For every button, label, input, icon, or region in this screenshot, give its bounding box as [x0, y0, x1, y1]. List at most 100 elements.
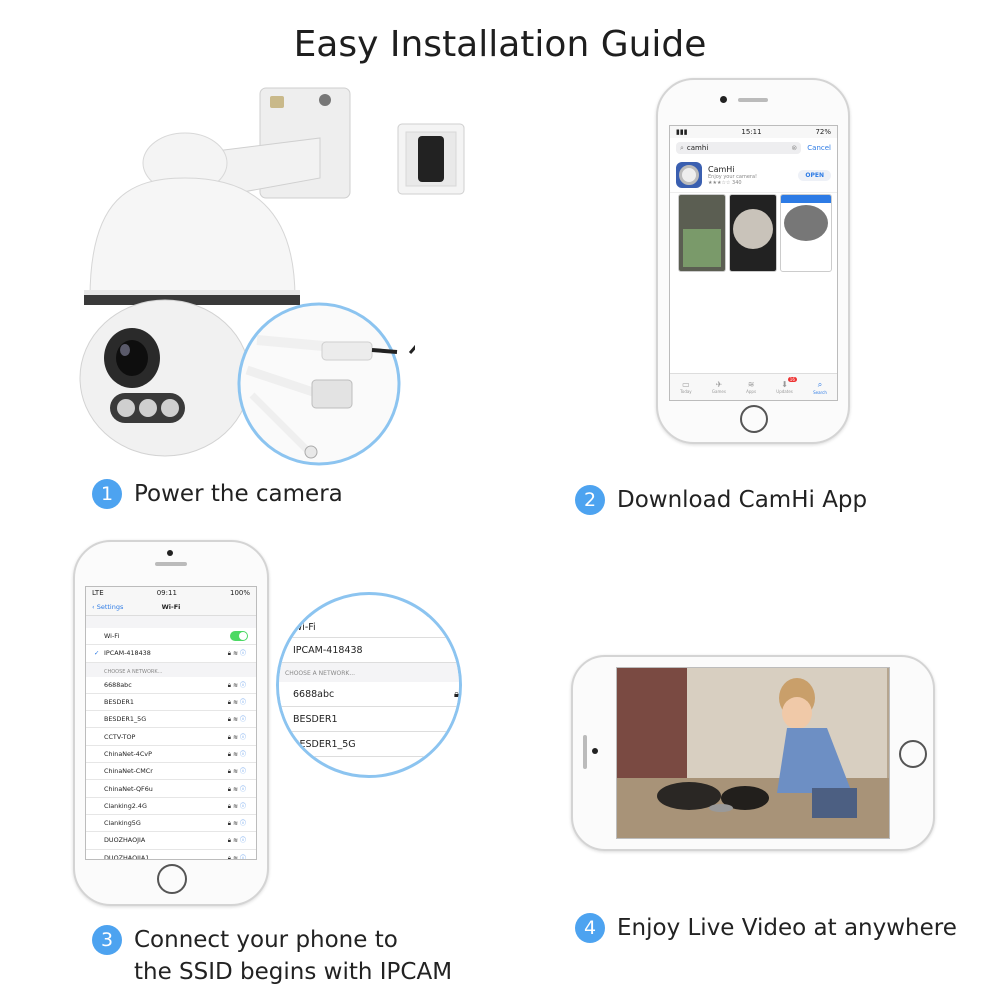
wifi-toggle[interactable]: [230, 631, 248, 642]
tab-search[interactable]: ⌕Search: [813, 379, 827, 395]
info-icon[interactable]: ⓘ: [239, 716, 248, 724]
network-name: BESDER1_5G: [104, 715, 147, 724]
screenshot-thumb[interactable]: [678, 194, 726, 272]
power-adapter-illustration: [397, 123, 465, 195]
wifi-signal-icon: ≋: [232, 837, 240, 845]
network-name: IPCAM-418438: [104, 649, 151, 658]
phone-camera: [592, 748, 598, 754]
phone-live-video: [571, 655, 935, 851]
lock-icon: 🔒︎: [227, 650, 233, 658]
signal-icon: ▮▮▮: [676, 128, 688, 136]
network-row[interactable]: Clanking2.4G🔒︎≋ⓘ: [86, 797, 256, 815]
status-time: 09:11: [156, 589, 177, 597]
app-result-row[interactable]: CamHi Enjoy your camera! ★★★☆☆ 340 OPEN: [670, 158, 837, 193]
info-icon[interactable]: ⓘ: [239, 733, 248, 741]
ptz-camera-illustration: [79, 87, 415, 457]
zoom-network-row[interactable]: 6688abc 🔒︎: [279, 682, 459, 707]
step-number: 4: [575, 913, 605, 943]
network-row[interactable]: BESDER1🔒︎≋ⓘ: [86, 693, 256, 712]
step-1: 1 Power the camera: [92, 478, 343, 510]
tab-today[interactable]: ▭Today: [680, 380, 692, 394]
rating-count: 340: [732, 179, 742, 186]
info-icon[interactable]: ⓘ: [239, 802, 248, 810]
wifi-signal-icon: ≋: [232, 699, 240, 707]
network-row[interactable]: ChinaNet-4CvP🔒︎≋ⓘ: [86, 745, 256, 764]
updates-badge: 16: [787, 377, 797, 382]
network-name: IPCAM-418438: [293, 644, 363, 656]
network-row[interactable]: DUOZHAOJIA1🔒︎≋ⓘ: [86, 849, 256, 860]
step-number: 1: [92, 479, 122, 509]
network-name: DUOZHAOJIA1: [104, 853, 150, 860]
wifi-signal-icon: ≋: [232, 854, 240, 860]
lock-icon: 🔒︎: [227, 716, 233, 724]
zoom-network-row[interactable]: BESDER1_5G🔒︎: [279, 732, 459, 757]
wifi-signal-icon: ≋: [232, 733, 240, 741]
zoom-section-header: CHOOSE A NETWORK...: [279, 663, 459, 682]
tab-updates[interactable]: ⬇Updates 16: [776, 377, 797, 394]
lock-icon: 🔒︎: [453, 738, 459, 750]
lock-icon: 🔒︎: [227, 750, 233, 758]
network-name: CCTV-TOP: [104, 732, 136, 741]
network-row[interactable]: Clanking5G🔒︎≋ⓘ: [86, 814, 256, 833]
phone-camera: [167, 550, 173, 556]
home-button[interactable]: [157, 864, 187, 894]
lock-icon: 🔒︎: [227, 837, 233, 845]
back-button[interactable]: ‹ Settings: [92, 603, 124, 611]
search-field[interactable]: ⌕ camhi ⊗: [676, 142, 802, 154]
network-name: 6688abc: [293, 688, 335, 700]
network-row[interactable]: ChinaNet-QF6u🔒︎≋ⓘ: [86, 780, 256, 798]
network-name: Clanking2.4G: [104, 801, 147, 810]
step-text-line2: the SSID begins with IPCAM: [134, 959, 453, 985]
wifi-label: Wi-Fi: [104, 632, 120, 641]
open-button[interactable]: OPEN: [798, 169, 831, 181]
cancel-button[interactable]: Cancel: [807, 144, 831, 152]
step-4: 4 Enjoy Live Video at anywhere: [575, 912, 957, 944]
wifi-signal-icon: ≋: [232, 768, 240, 776]
tab-apps[interactable]: ≋Apps: [746, 380, 757, 394]
zoom-wifi-row: Wi-Fi: [279, 617, 459, 638]
phone-speaker: [155, 562, 187, 566]
lock-icon: 🔒︎: [453, 688, 459, 700]
lock-icon: 🔒︎: [227, 768, 233, 776]
network-row[interactable]: CCTV-TOP 🔒︎≋ⓘ: [86, 728, 256, 746]
info-icon[interactable]: ⓘ: [239, 837, 248, 845]
rocket-icon: ✈: [715, 380, 723, 389]
wifi-toggle-row: Wi-Fi: [86, 628, 256, 646]
checkmark-icon: ✓: [94, 649, 100, 658]
lock-icon: 🔒︎: [227, 820, 233, 828]
screenshot-thumb[interactable]: [729, 194, 777, 272]
info-icon[interactable]: ⓘ: [239, 768, 248, 776]
section-header: CHOOSE A NETWORK...: [104, 668, 163, 675]
network-row[interactable]: BESDER1_5G🔒︎≋ⓘ: [86, 711, 256, 729]
carrier: LTE: [92, 589, 104, 597]
zoom-network-row[interactable]: BESDER1🔒︎: [279, 707, 459, 732]
wifi-zoom-circle: Wi-Fi IPCAM-418438 🔒︎ CHOOSE A NETWORK...…: [276, 592, 462, 778]
zoom-connected-row[interactable]: IPCAM-418438 🔒︎: [279, 638, 459, 663]
lock-icon: 🔒︎: [453, 644, 459, 656]
info-icon[interactable]: ⓘ: [239, 854, 248, 860]
wifi-signal-icon: ≋: [232, 802, 240, 810]
network-row[interactable]: DUOZHAOJIA🔒︎≋ⓘ: [86, 832, 256, 850]
step-text: Enjoy Live Video at anywhere: [617, 915, 957, 941]
clear-icon[interactable]: ⊗: [791, 144, 798, 152]
screenshot-thumb[interactable]: [780, 194, 832, 272]
phone-appstore: ▮▮▮ 15:11 72% ⌕ camhi ⊗ Cancel CamHi Enj…: [656, 78, 850, 444]
tab-games[interactable]: ✈Games: [711, 380, 726, 394]
info-icon[interactable]: ⓘ: [239, 699, 248, 707]
info-icon[interactable]: ⓘ: [239, 820, 248, 828]
lock-icon: 🔒︎: [227, 733, 233, 741]
home-button[interactable]: [899, 740, 927, 768]
network-row[interactable]: ChinaNet-CMCr🔒︎≋ⓘ: [86, 763, 256, 781]
connected-network-row[interactable]: ✓IPCAM-418438 🔒︎≋ⓘ: [86, 645, 256, 663]
network-name: Clanking5G: [104, 819, 141, 828]
step-number: 3: [92, 925, 122, 955]
info-icon[interactable]: ⓘ: [239, 785, 248, 793]
network-row[interactable]: 6688abc🔒︎≋ⓘ: [86, 676, 256, 694]
info-icon[interactable]: ⓘ: [239, 681, 248, 689]
info-icon[interactable]: ⓘ: [239, 650, 248, 658]
info-icon[interactable]: ⓘ: [239, 750, 248, 758]
home-button[interactable]: [740, 405, 768, 433]
phone-camera: [720, 96, 727, 103]
download-icon: ⬇: [781, 380, 788, 389]
status-time: 15:11: [741, 128, 762, 136]
